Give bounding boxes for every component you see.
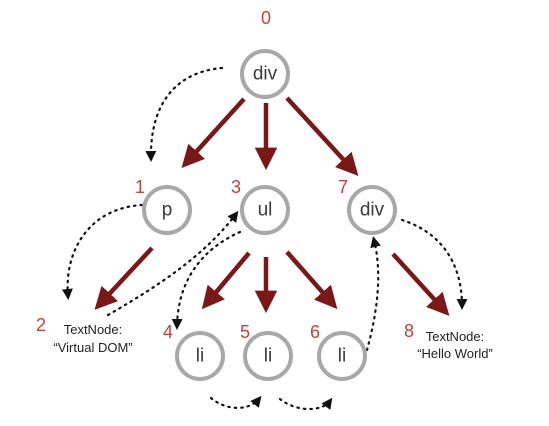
tree-edges (94, 96, 450, 316)
node-tag-label: div (253, 64, 278, 85)
traverse-7-to-8 (400, 218, 468, 310)
node-tag-label: li (338, 346, 346, 367)
node-tag-label: p (162, 200, 173, 221)
text-node-type-label: TextNode: (426, 329, 485, 344)
node-tag-label: li (264, 346, 272, 367)
node-index-label: 7 (338, 177, 348, 197)
traverse-3-to-4 (171, 230, 242, 330)
edge-p-to-textnode (94, 246, 154, 310)
tree-node-li-4: li 4 (163, 322, 225, 381)
traverse-4-to-5 (209, 395, 262, 409)
node-index-label: 6 (310, 322, 320, 342)
node-tag-label: ul (258, 200, 273, 221)
tree-node-li-5: li 5 (240, 322, 293, 381)
traverse-2-to-3 (106, 210, 239, 317)
node-index-label: 4 (163, 322, 173, 342)
node-index-label: 1 (135, 177, 145, 197)
text-node-hello-world: 8 TextNode: “Hello World” (404, 321, 493, 361)
node-tag-label: div (360, 200, 385, 221)
tree-node-p: p 1 (135, 177, 192, 235)
tree-node-div-child: div 7 (338, 177, 397, 235)
traverse-1-to-2 (61, 203, 144, 300)
text-node-value: “Hello World” (417, 346, 493, 361)
edge-ul-to-li-6 (285, 250, 338, 310)
edge-div-to-textnode (391, 252, 450, 316)
text-node-virtual-dom: 2 TextNode: “Virtual DOM” (36, 315, 133, 355)
traversal-path (61, 66, 468, 411)
node-tag-label: li (196, 346, 204, 367)
edge-div-to-div (285, 96, 359, 176)
text-node-type-label: TextNode: (64, 322, 123, 337)
text-node-index-label: 2 (36, 315, 46, 335)
node-index-label: 3 (231, 177, 241, 197)
tree-node-li-6: li 6 (310, 322, 367, 381)
edge-div-to-p (181, 97, 246, 169)
tree-node-div-root: div 0 (240, 8, 290, 99)
edge-ul-to-li-4 (201, 251, 251, 310)
traverse-5-to-6 (278, 397, 333, 411)
text-node-index-label: 8 (404, 321, 414, 341)
traverse-0-to-1 (145, 66, 224, 162)
node-index-label: 5 (240, 322, 250, 342)
node-index-label: 0 (261, 8, 271, 28)
tree-node-ul: ul 3 (231, 177, 290, 235)
traverse-6-to-7 (365, 236, 382, 352)
text-node-value: “Virtual DOM” (53, 340, 132, 355)
